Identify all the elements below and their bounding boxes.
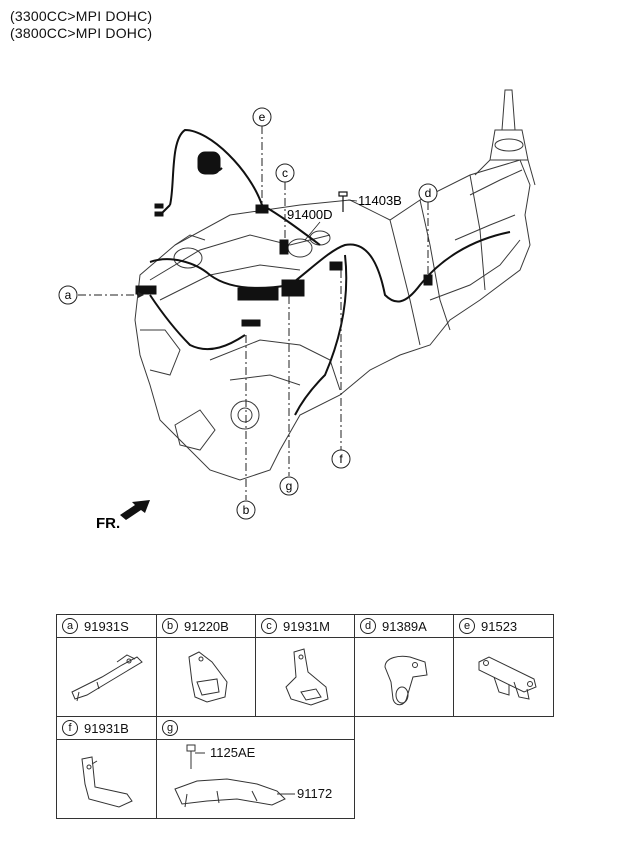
parts-cell-d-number: 91389A [382,618,427,634]
part-label-91172: 91172 [297,786,333,801]
bracket-91389a-icon [384,655,428,706]
parts-cell-d: d 91389A [354,614,454,717]
engine-wiring-diagram: a b c d e f g 91400D 11403B FR. [58,89,536,532]
part-91400d-leader [304,221,321,241]
front-arrow-icon [120,500,150,520]
part-label-11403b: 11403B [358,193,402,208]
parts-cell-e-number: 91523 [481,618,518,634]
parts-cell-f-letter: f [62,720,78,736]
parts-cell-g-header: g [157,717,354,740]
bracket-91523-icon [478,656,537,700]
callout-c-label: c [282,166,288,180]
engine-spec-line-1: (3300CC>MPI DOHC) [10,8,153,24]
parts-cell-c-header: c 91931M [256,615,354,638]
callout-g: g [279,476,299,496]
callout-e-label: e [259,110,266,124]
bracket-91931b-icon [81,756,133,808]
parts-cell-f: f 91931B [56,716,157,819]
callout-b-label: b [243,503,250,517]
callout-g-label: g [286,479,293,493]
parts-cell-a-header: a 91931S [57,615,156,638]
callout-e: e [252,107,272,127]
part-label-1125ae: 1125AE [210,745,256,760]
callout-arrows [138,292,144,298]
parts-cell-f-number: 91931B [84,720,129,736]
parts-cell-c: c 91931M [255,614,355,717]
parts-cell-b-header: b 91220B [157,615,255,638]
part-11403b-leader [347,199,358,202]
parts-cell-c-number: 91931M [283,618,330,634]
parts-cell-a-number: 91931S [84,618,129,634]
parts-cell-b-letter: b [162,618,178,634]
parts-cell-d-letter: d [360,618,376,634]
parts-cell-e-letter: e [459,618,475,634]
protector-assembly-icon [174,744,295,808]
parts-cell-b-number: 91220B [184,618,229,634]
harness-connectors [135,151,433,327]
callout-f-label: f [339,452,343,466]
parts-cell-a-letter: a [62,618,78,634]
bracket-91931m-icon [285,648,329,706]
parts-cell-f-header: f 91931B [57,717,156,740]
callout-a-label: a [65,288,72,302]
part-label-91400d: 91400D [287,207,333,222]
engine-spec-line-2: (3800CC>MPI DOHC) [10,25,153,41]
engine-block-drawing [134,89,536,481]
callout-b: b [236,500,256,520]
bolt-11403b-icon [338,191,348,212]
parts-cell-e: e 91523 [453,614,554,717]
callout-a: a [58,285,78,305]
parts-cell-g: g 1125AE 91172 [156,716,355,819]
callout-f: f [331,449,351,469]
parts-cell-d-header: d 91389A [355,615,453,638]
callout-leaders [78,126,429,500]
bracket-91931s-icon [71,654,143,702]
parts-cell-e-header: e 91523 [454,615,553,638]
front-direction-label: FR. [96,515,120,532]
callout-d-label: d [425,186,432,200]
bracket-91220b-icon [188,651,228,703]
callout-d: d [418,183,438,203]
parts-cell-c-letter: c [261,618,277,634]
parts-cell-g-letter: g [162,720,178,736]
parts-cell-a: a 91931S [56,614,157,717]
callout-c: c [275,163,295,183]
parts-cell-b: b 91220B [156,614,256,717]
